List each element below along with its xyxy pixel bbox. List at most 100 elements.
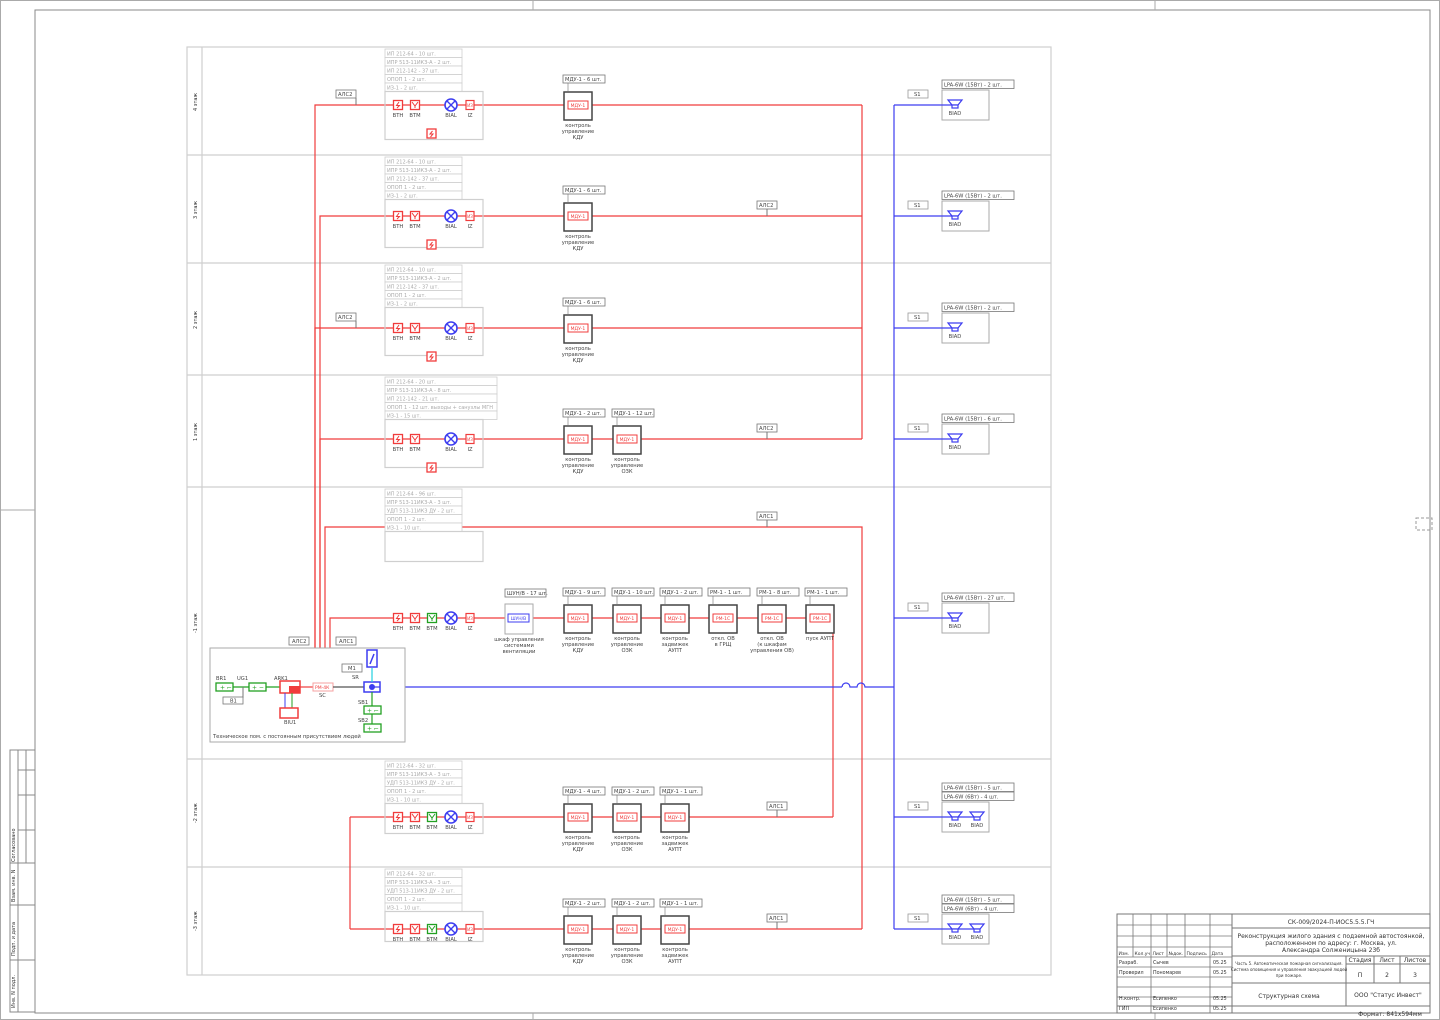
- speaker-line-frame: [907, 89, 929, 99]
- speaker-label: BIAD: [949, 334, 962, 340]
- loop-label: АЛС2: [335, 312, 357, 322]
- module-count: МДУ-1 - 4 шт.: [562, 786, 606, 796]
- floor-label: 1 этаж: [193, 423, 199, 441]
- device-bth: BTH: [393, 811, 403, 831]
- inventory-text: ОПОП 1 - 2 шт.: [387, 789, 426, 795]
- module-caption: контроль: [614, 835, 640, 841]
- module-caption: управление: [562, 352, 594, 358]
- sb2-glyph: + ⌐: [367, 726, 379, 733]
- dashed-marker: [1415, 517, 1433, 531]
- isolator-tag: ИЗ: [467, 616, 473, 621]
- module-count-text: МДУ-1 - 9 шт.: [565, 590, 602, 596]
- speaker-count-frame: [941, 782, 1015, 792]
- speaker-label: BIAD: [949, 624, 962, 630]
- smoke-detector-icon: [409, 210, 421, 222]
- device-label: BTM: [409, 825, 420, 831]
- ug1-icon: [248, 682, 267, 692]
- loop-label-text: АЛС2: [759, 203, 773, 209]
- module-count-frame: [804, 587, 848, 597]
- tb-name: Сычев: [1153, 960, 1169, 966]
- inventory-text: ИП 212-64 - 32 шт.: [387, 872, 436, 878]
- module-caption: управление: [611, 841, 643, 847]
- floor-label: 2 этаж: [193, 311, 199, 329]
- speaker-count: LPA-6W (15Вт) - 27 шт.: [944, 596, 1005, 602]
- speaker-label: BIAD: [971, 823, 984, 829]
- detector-glyph-icon: [411, 813, 419, 820]
- device-label: IZ: [467, 336, 473, 342]
- inventory-text: ИЗ-1 - 15 шт.: [387, 414, 421, 420]
- lightning-icon: [395, 324, 401, 332]
- doc-code: СК-009/2024-П-ИОС5.5.5.ГЧ: [1288, 919, 1375, 926]
- module-tag: МДУ-1: [668, 616, 683, 622]
- loop-label-frame: [766, 913, 788, 923]
- device-bial: BIAL: [444, 922, 458, 943]
- tb-date: 05.25: [1213, 1006, 1227, 1012]
- module-tag: МДУ-1: [571, 616, 586, 622]
- inventory-text: ОПОП 1 - 2 шт.: [387, 77, 426, 83]
- inventory-text: ИП 212-64 - 10 шт.: [387, 52, 436, 58]
- device-label: BTM: [426, 626, 437, 632]
- sb1-label: SB1: [358, 700, 368, 706]
- module-caption: контроль: [565, 457, 591, 463]
- sc-tag: РМ-4К: [315, 685, 330, 691]
- module-caption: управление: [562, 240, 594, 246]
- floor-label: -3 этаж: [193, 911, 199, 931]
- device-label: BIAL: [445, 825, 457, 831]
- device-bth: BTH: [393, 210, 403, 230]
- isolator-tag: ИЗ: [467, 927, 473, 932]
- inventory-text: ИПР 513-11ИКЗ-А - 2 шт.: [387, 276, 452, 282]
- inventory-text: ИЗ-1 - 2 шт.: [387, 194, 418, 200]
- module-count-text: МДУ-1 - 1 шт.: [662, 901, 699, 907]
- module-caption: КДУ: [573, 847, 585, 853]
- smoke-detector-icon: [426, 612, 438, 624]
- module-caption: АУПТ: [668, 648, 683, 654]
- isolator-icon: [465, 612, 475, 624]
- floor-5: ИП 212-64 - 32 шт.ИПР 513-11ИКЗ-А - 3 шт…: [384, 760, 1015, 853]
- module-count-text: МДУ-1 - 1 шт.: [662, 789, 699, 795]
- inventory-text: УДП 513-11ИКЗ ДУ - 2 шт.: [387, 889, 455, 895]
- biu1-label: BIU1: [284, 720, 296, 726]
- inventory-text: ИЗ-1 - 10 шт.: [387, 798, 421, 804]
- module-caption: задвижек: [662, 642, 689, 648]
- module-tag-frame: [809, 613, 831, 623]
- loop-label-text: АЛС2: [338, 92, 352, 98]
- als1-outer-loop: [324, 526, 863, 685]
- manual-call-point-extra: [426, 462, 437, 473]
- ark1-fill-icon: [289, 686, 300, 693]
- module-count-frame: [707, 587, 751, 597]
- module-count-text: МДУ-1 - 2 шт.: [565, 901, 602, 907]
- floors-layer: ИП 212-64 - 10 шт. ИПР 513-11ИКЗ-А - 2 шт…: [335, 48, 1015, 965]
- loop-label-frame: [756, 423, 778, 433]
- module-tag-frame: [616, 434, 638, 444]
- device-bial: BIAL: [444, 611, 458, 632]
- inventory-text: ИП 212-64 - 20 шт.: [387, 380, 436, 386]
- loop-label-frame: [766, 801, 788, 811]
- device-btm: BTM: [409, 322, 421, 342]
- smoke-detector-icon: [426, 923, 438, 935]
- inventory-text: ИЗ-1 - 10 шт.: [387, 906, 421, 912]
- module-count-frame: [611, 587, 655, 597]
- device-label: BTM: [409, 937, 420, 943]
- module-caption: управления ОВ): [750, 648, 794, 654]
- manual-call-point-extra: [426, 239, 437, 250]
- smoke-detector-icon: [409, 811, 421, 823]
- module-count-frame: [659, 587, 703, 597]
- module-tag: МДУ-1: [620, 616, 635, 622]
- device-bth: BTH: [393, 923, 403, 943]
- tb-role: Проверил: [1119, 970, 1144, 976]
- ug1-glyph: + −: [252, 685, 264, 692]
- tb-role: Разраб.: [1119, 960, 1138, 966]
- lightning-icon: [428, 464, 435, 472]
- device-label: BTM: [426, 825, 437, 831]
- module-count-frame: [562, 408, 606, 418]
- module-count: РМ-1 - 1 шт.: [804, 587, 848, 597]
- module-caption: контроль: [565, 123, 591, 129]
- sb1-icon: [363, 705, 382, 715]
- devices-frame: [384, 910, 484, 943]
